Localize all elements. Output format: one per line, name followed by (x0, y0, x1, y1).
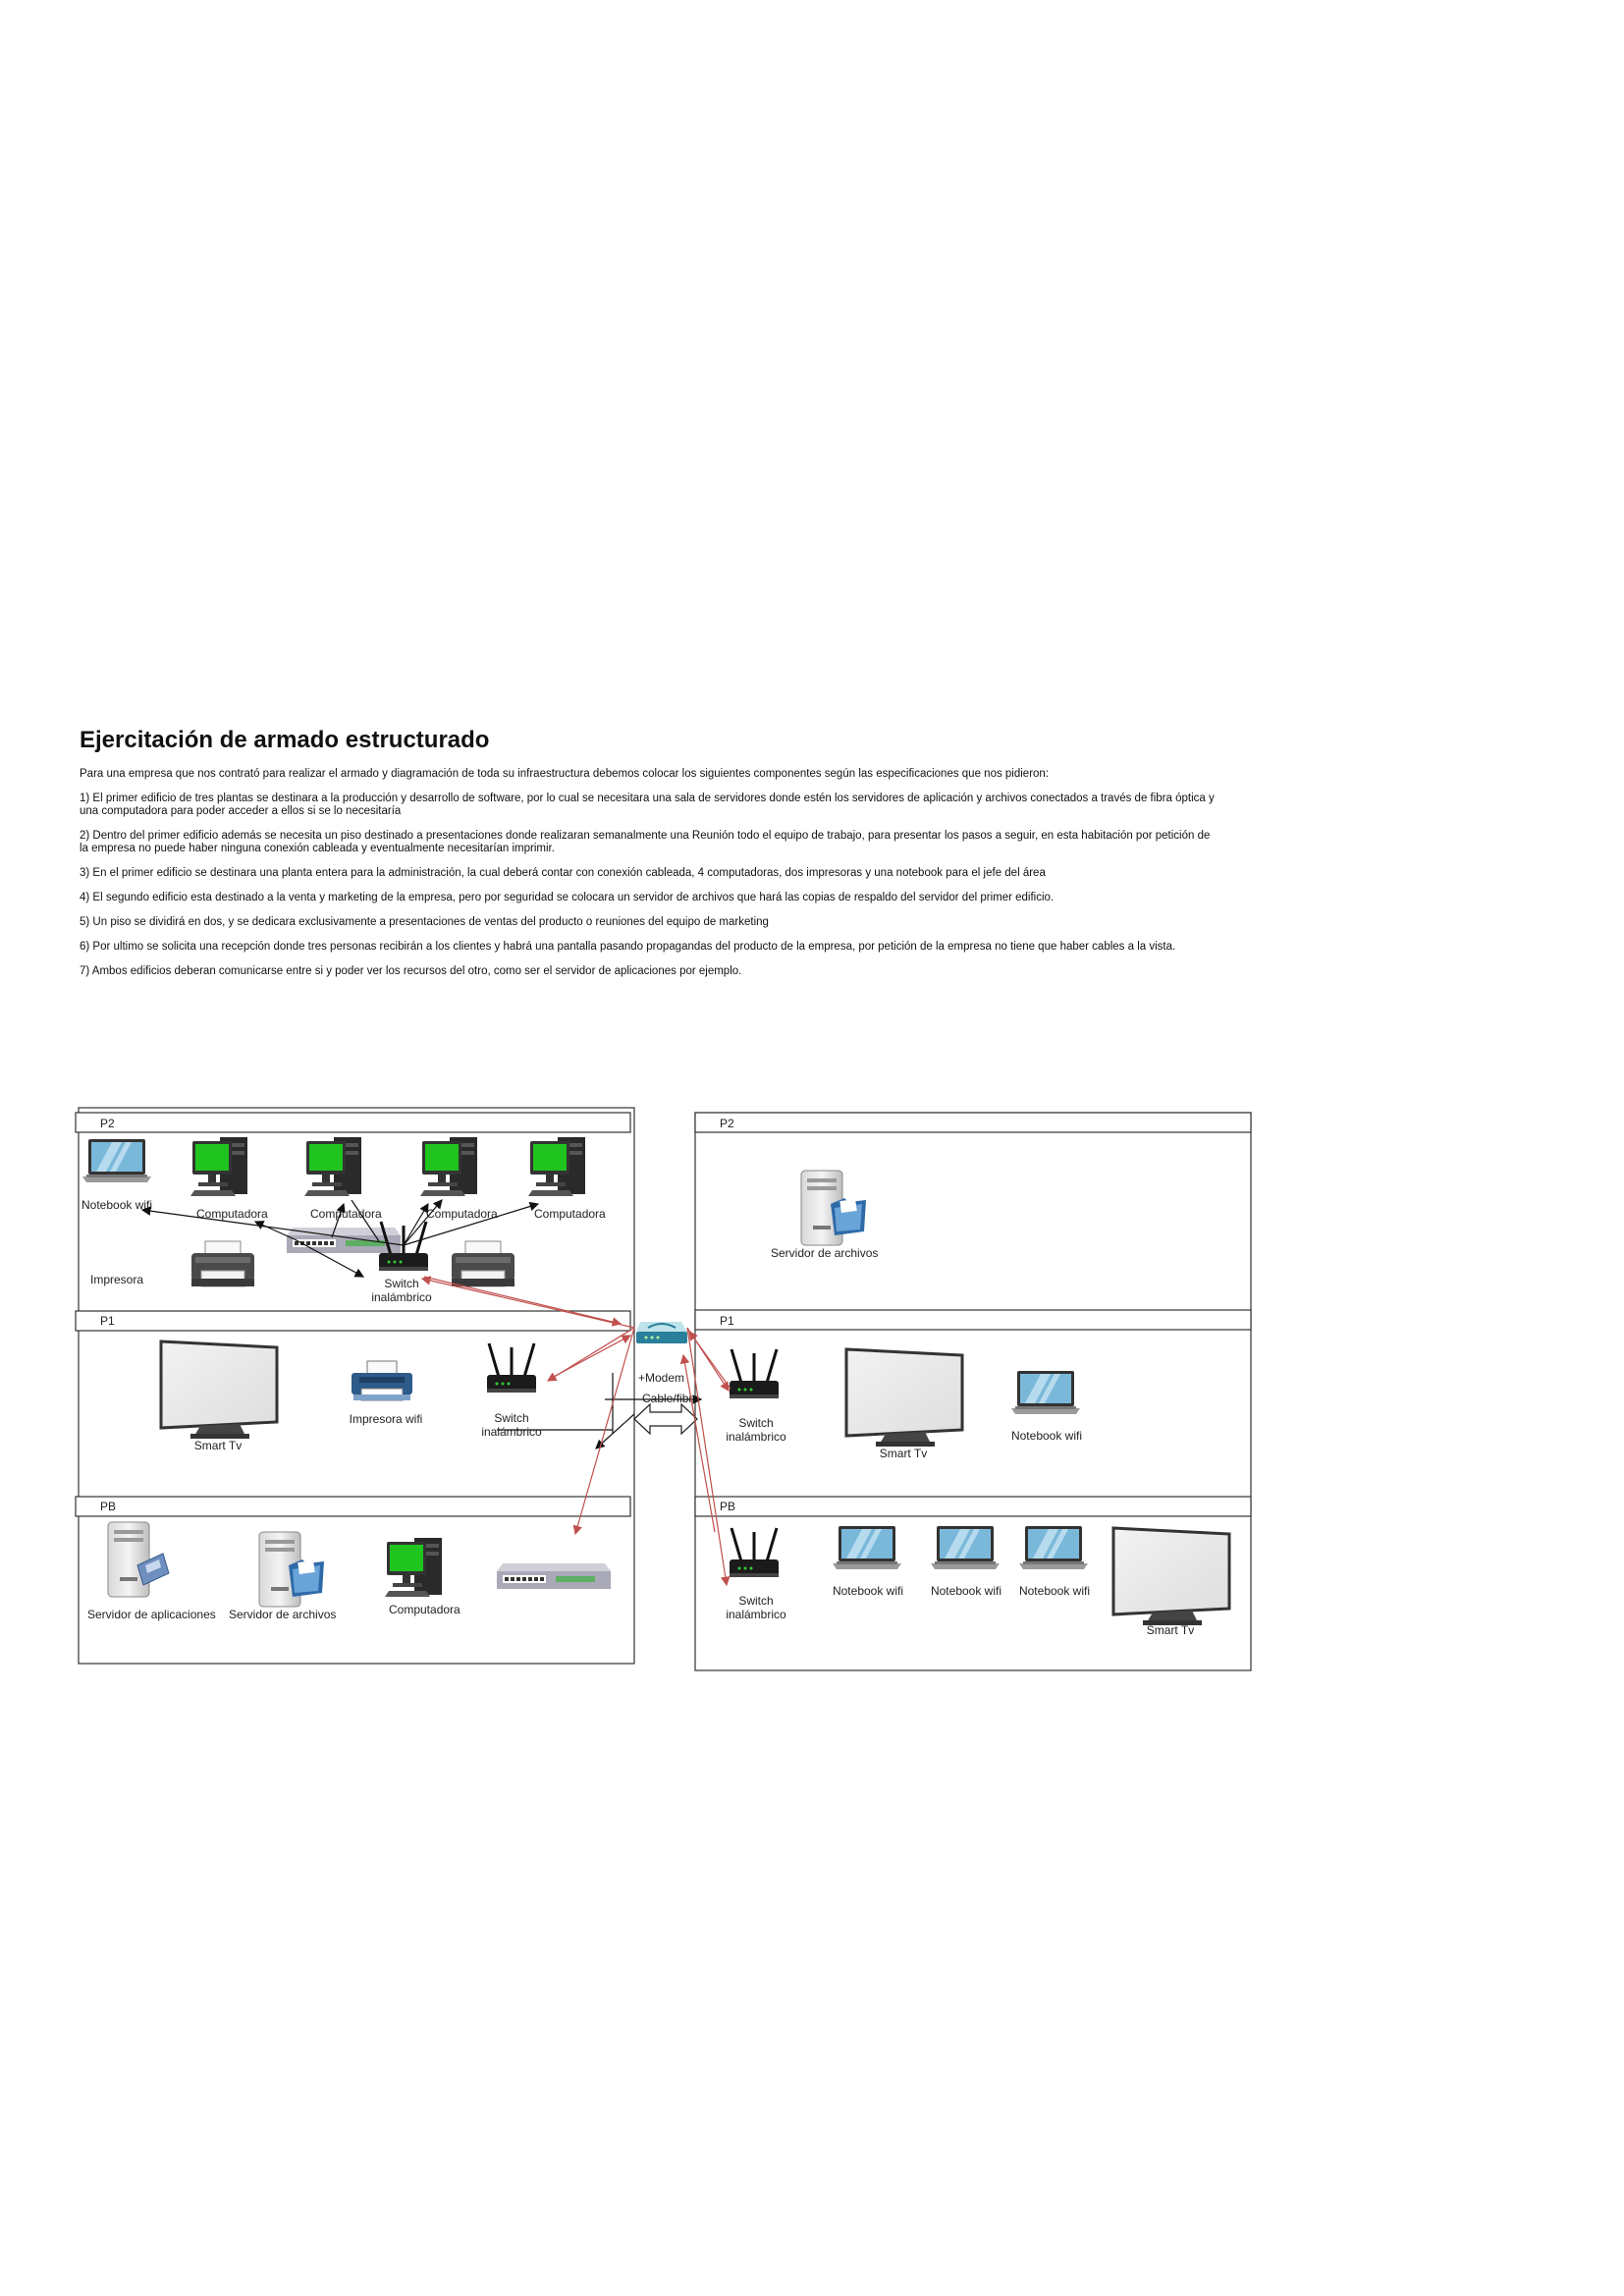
requirement-4: 4) El segundo edificio esta destinado a … (80, 892, 1055, 903)
computer-icon[interactable] (528, 1137, 585, 1196)
wireless-link (420, 1276, 635, 1329)
cable-link (595, 1413, 635, 1449)
laptop-icon[interactable] (1011, 1371, 1080, 1414)
building-2: P2 P1 PB Servidor de archivos Switch ina… (694, 1112, 1252, 1671)
building-1-floor-p1-header (75, 1310, 631, 1332)
cable-link (331, 1202, 346, 1238)
requirement-1: 1) El primer edificio de tres plantas se… (80, 793, 1215, 817)
b1-p2-notebook-label: Notebook wifi (81, 1198, 152, 1212)
requirement-5: 5) Un piso se dividirá en dos, y se dedi… (80, 916, 769, 928)
b1-p1-switch-label-1: Switch (494, 1411, 528, 1425)
building-2-floor-pb-header (694, 1496, 1252, 1517)
wireless-router-icon[interactable] (728, 1526, 781, 1579)
building-2-floor-pb-label: PB (720, 1500, 735, 1513)
wireless-link (679, 1353, 716, 1533)
cable-link (351, 1199, 380, 1242)
requirement-7: 7) Ambos edificios deberan comunicarse e… (80, 965, 742, 977)
b2-pb-tv-label: Smart Tv (1147, 1623, 1194, 1637)
b1-p1-tv-label: Smart Tv (194, 1439, 242, 1452)
computer-icon[interactable] (385, 1538, 442, 1597)
file-server-icon[interactable] (258, 1531, 325, 1608)
cable-link (403, 1201, 540, 1246)
modem-label: +Modem (638, 1371, 684, 1385)
smart-tv-icon[interactable] (844, 1347, 964, 1449)
cable-link (403, 1199, 443, 1246)
b1-p2-pc1-label: Computadora (196, 1207, 268, 1221)
laptop-icon[interactable] (931, 1526, 1000, 1569)
b1-pb-pc-label: Computadora (389, 1603, 460, 1616)
building-2-floor-p2-label: P2 (720, 1117, 734, 1130)
b1-pb-file-server-label: Servidor de archivos (229, 1608, 336, 1621)
cable-link (294, 1238, 365, 1278)
building-2-floor-p1-label: P1 (720, 1314, 734, 1328)
b1-p2-pc2-label: Computadora (310, 1207, 382, 1221)
double-arrow-icon (633, 1402, 698, 1436)
requirement-6: 6) Por ultimo se solicita una recepción … (80, 941, 1176, 953)
file-server-icon[interactable] (800, 1170, 867, 1246)
wireless-link (686, 1327, 731, 1587)
b2-pb-switch-label-2: inalámbrico (726, 1608, 786, 1621)
computer-icon[interactable] (420, 1137, 477, 1196)
building-1: P2 P1 PB Notebook wifi Computadora Compu… (75, 1107, 635, 1665)
requirement-3: 3) En el primer edificio se destinara un… (80, 867, 1046, 879)
b2-pb-notebook3-label: Notebook wifi (1019, 1584, 1090, 1598)
cable-link (253, 1221, 296, 1240)
requirement-2: 2) Dentro del primer edificio además se … (80, 830, 1211, 854)
computer-icon[interactable] (304, 1137, 361, 1196)
building-1-floor-pb-label: PB (100, 1500, 116, 1513)
b2-p1-switch-label-1: Switch (738, 1416, 773, 1430)
wireless-link (688, 1331, 731, 1390)
smart-tv-icon[interactable] (159, 1339, 279, 1441)
building-2-floor-p1-header (694, 1309, 1252, 1331)
b1-p1-switch-label-2: inalámbrico (481, 1425, 542, 1439)
building-2-floor-p2-header (694, 1112, 1252, 1133)
b1-p2-pc3-label: Computadora (426, 1207, 498, 1221)
wifi-printer-icon[interactable] (351, 1360, 413, 1401)
b2-p1-notebook-label: Notebook wifi (1011, 1429, 1082, 1443)
b2-p2-file-server-label: Servidor de archivos (771, 1246, 878, 1260)
laptop-icon[interactable] (82, 1139, 151, 1182)
document-title: Ejercitación de armado estructurado (80, 727, 490, 753)
b1-p2-pc4-label: Computadora (534, 1207, 606, 1221)
b1-p1-printer-label: Impresora wifi (350, 1412, 423, 1426)
wireless-link (549, 1335, 632, 1380)
building-1-floor-p2-header (75, 1112, 631, 1133)
building-1-floor-pb-header (75, 1496, 631, 1517)
building-1-floor-p2-label: P2 (100, 1117, 115, 1130)
wireless-link (423, 1276, 623, 1327)
cable-link (403, 1202, 429, 1246)
wireless-router-icon[interactable] (728, 1347, 781, 1400)
b2-p1-switch-label-2: inalámbrico (726, 1430, 786, 1444)
b1-p2-printer-left-label: Impresora (90, 1273, 143, 1286)
intro-paragraph: Para una empresa que nos contrató para r… (80, 768, 1050, 780)
b1-p2-switch-label-1: Switch (384, 1277, 418, 1290)
network-switch-icon[interactable] (497, 1563, 611, 1589)
inter-building-link: +Modem Cable/fibra (497, 1321, 703, 1449)
wireless-links (420, 1276, 731, 1587)
b2-pb-notebook2-label: Notebook wifi (931, 1584, 1001, 1598)
wireless-router-icon[interactable] (485, 1341, 538, 1394)
modem-icon[interactable] (635, 1321, 688, 1344)
computer-icon[interactable] (190, 1137, 247, 1196)
smart-tv-icon[interactable] (1111, 1526, 1231, 1627)
cable-link (140, 1206, 405, 1246)
laptop-icon[interactable] (1019, 1526, 1088, 1569)
b1-pb-app-server-label: Servidor de aplicaciones (87, 1608, 216, 1621)
b2-pb-switch-label-1: Switch (738, 1594, 773, 1608)
b2-p1-tv-label: Smart Tv (880, 1447, 927, 1460)
printer-icon[interactable] (451, 1240, 515, 1287)
printer-icon[interactable] (190, 1240, 255, 1287)
b2-pb-notebook1-label: Notebook wifi (833, 1584, 903, 1598)
laptop-icon[interactable] (833, 1526, 901, 1569)
exercise-document: Ejercitación de armado estructurado Para… (80, 727, 1218, 990)
wireless-link (572, 1327, 635, 1536)
application-server-icon[interactable] (107, 1521, 170, 1598)
building-1-floor-p1-label: P1 (100, 1314, 115, 1328)
b1-p2-switch-label-2: inalámbrico (371, 1290, 432, 1304)
cable-label: Cable/fibra (642, 1392, 699, 1405)
building-1-outline (78, 1107, 635, 1665)
